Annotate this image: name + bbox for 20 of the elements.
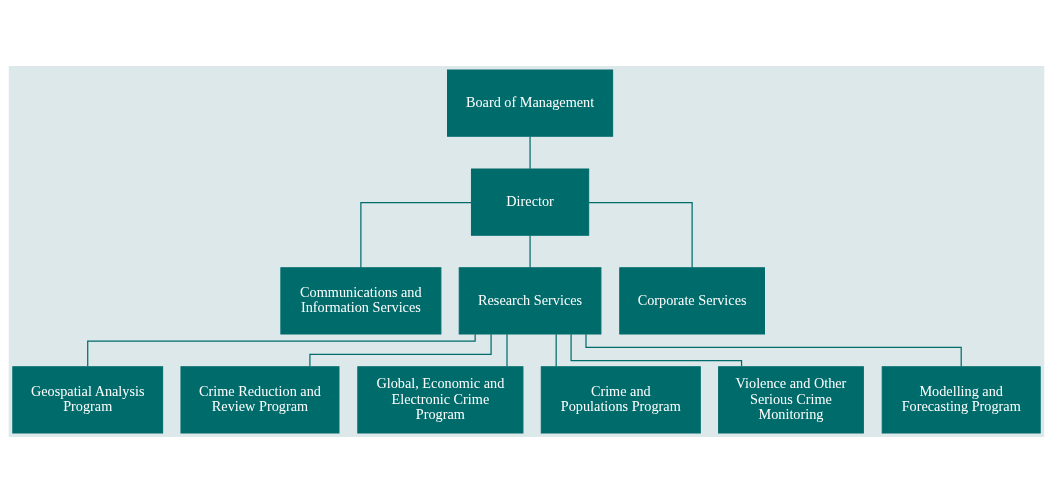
node-box: Communications and Information Services [280, 266, 442, 335]
connector [529, 135, 531, 169]
connector [87, 333, 476, 367]
connector [588, 201, 693, 268]
connector [529, 234, 531, 268]
node-box: Violence and Other Serious Crime Monitoring [718, 365, 864, 433]
node-box: Director [470, 167, 590, 236]
node-box: Board of Management [447, 69, 614, 137]
connector [570, 333, 743, 367]
node-box: Corporate Services [619, 266, 765, 335]
connector [360, 201, 472, 268]
node-box: Crime and Populations Program [540, 365, 701, 433]
connector [585, 333, 962, 367]
connector [506, 333, 508, 367]
node-box: Crime Reduction and Review Program [180, 365, 340, 433]
node-box: Global, Economic and Electronic Crime Program [357, 365, 524, 433]
node-box: Geospatial Analysis Program [12, 365, 164, 433]
connector [555, 333, 557, 367]
node-box: Modelling and Forecasting Program [881, 365, 1041, 433]
node-box: Research Services [458, 266, 602, 335]
